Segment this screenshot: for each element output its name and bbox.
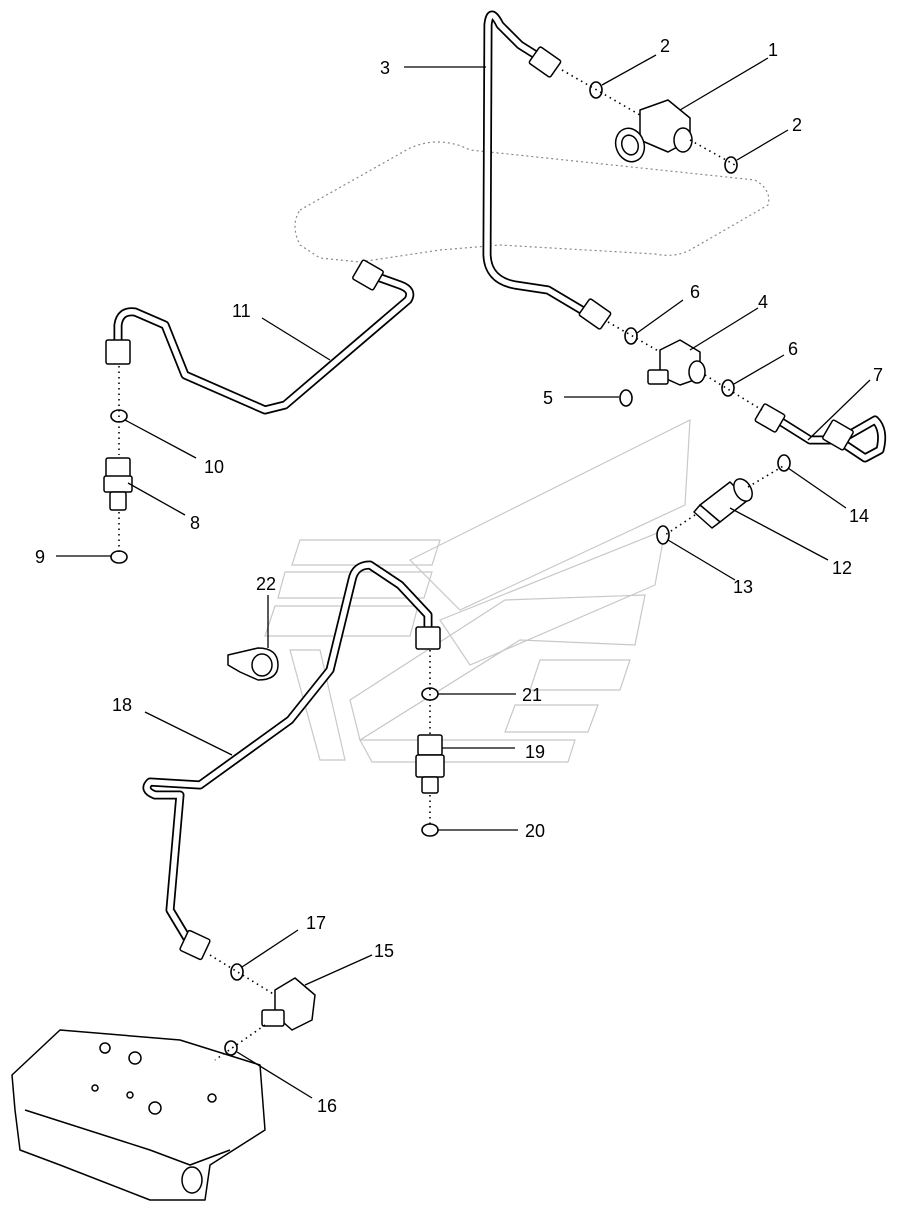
o-ring-20 xyxy=(421,823,439,837)
callout-5: 5 xyxy=(543,388,553,408)
callout-18: 18 xyxy=(112,695,132,715)
o-ring-17 xyxy=(230,963,244,981)
callout-6a: 6 xyxy=(690,282,700,302)
callout-7: 7 xyxy=(873,365,883,385)
callout-17: 17 xyxy=(306,913,326,933)
o-ring-2b xyxy=(724,156,738,174)
o-ring-6b xyxy=(721,379,735,397)
o-ring-13 xyxy=(656,525,670,545)
pipe-3 xyxy=(482,10,612,330)
adapter-12 xyxy=(693,478,753,529)
callout-labels: 1 2 2 3 4 5 6 6 7 8 9 10 11 12 13 14 15 … xyxy=(35,36,883,1116)
o-ring-5 xyxy=(619,389,633,407)
callout-4: 4 xyxy=(758,292,768,312)
clip-22 xyxy=(227,647,279,681)
callout-3: 3 xyxy=(380,58,390,78)
callout-12: 12 xyxy=(832,558,852,578)
callout-1: 1 xyxy=(768,40,778,60)
callout-20: 20 xyxy=(525,821,545,841)
valve-body xyxy=(11,1029,266,1201)
adapter-8 xyxy=(103,457,133,511)
o-ring-6a xyxy=(624,327,638,345)
callout-2a: 2 xyxy=(660,36,670,56)
centerlines xyxy=(118,69,786,1061)
o-rings xyxy=(110,81,791,1056)
leader-lines xyxy=(56,54,871,1099)
callout-8: 8 xyxy=(190,513,200,533)
callout-11: 11 xyxy=(232,301,251,321)
adapter-19 xyxy=(415,734,445,794)
callout-21: 21 xyxy=(522,685,542,705)
callout-2b: 2 xyxy=(792,115,802,135)
callout-19: 19 xyxy=(525,742,545,762)
elbow-15 xyxy=(261,977,316,1031)
dotted-outline xyxy=(294,141,770,263)
callout-15: 15 xyxy=(374,941,394,961)
callout-9: 9 xyxy=(35,547,45,567)
background-watermark xyxy=(264,418,691,763)
o-ring-9 xyxy=(110,550,128,564)
pipe-7 xyxy=(754,403,887,463)
callout-13: 13 xyxy=(733,577,753,597)
fitting-4 xyxy=(647,339,706,386)
callout-22: 22 xyxy=(256,574,276,594)
callout-6b: 6 xyxy=(788,339,798,359)
fitting-1 xyxy=(614,99,693,163)
callout-10: 10 xyxy=(204,457,224,477)
pipe-11 xyxy=(105,259,415,415)
callout-16: 16 xyxy=(317,1096,337,1116)
callout-14: 14 xyxy=(849,506,869,526)
o-ring-16 xyxy=(224,1040,238,1056)
pipe-18 xyxy=(142,560,441,961)
